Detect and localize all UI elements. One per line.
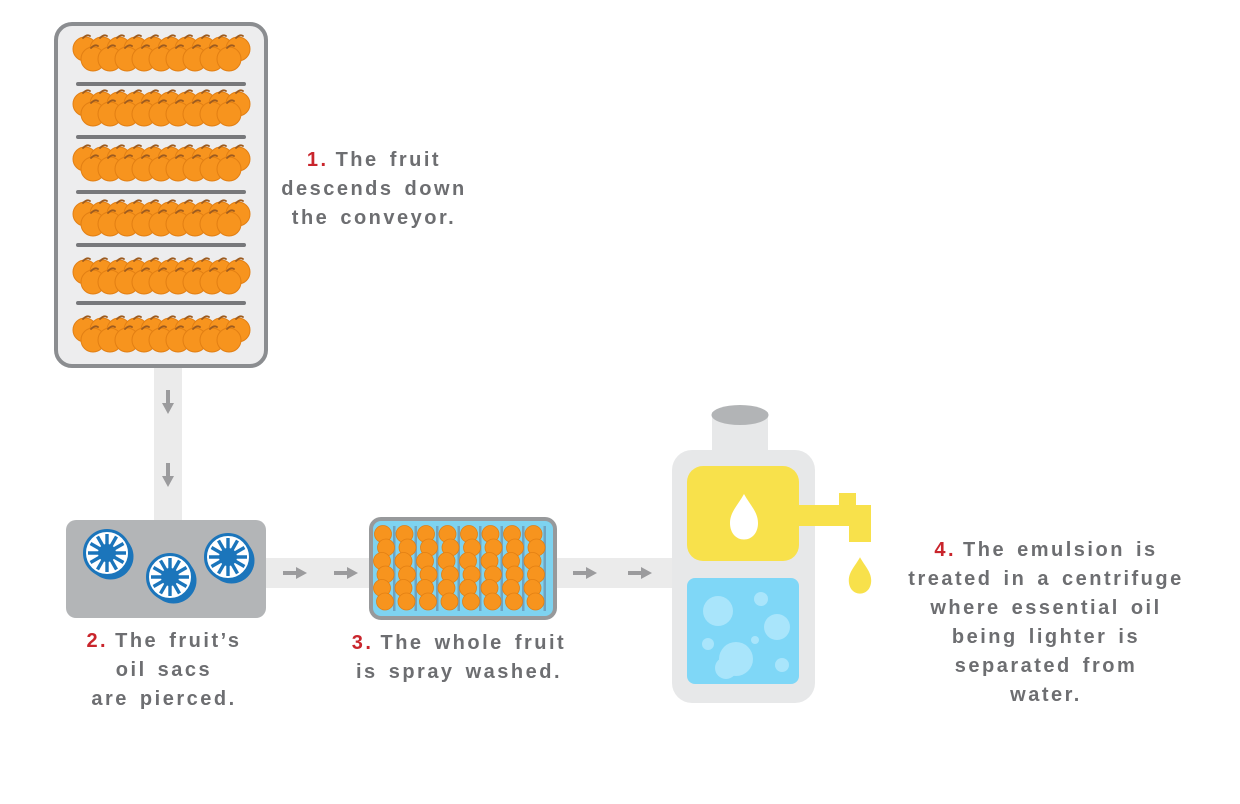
step-4-text: The emulsion is (963, 539, 1158, 561)
spray-jet (393, 526, 396, 611)
water-bubbles (702, 592, 790, 679)
step-1-number: 1. (306, 149, 329, 171)
divider-bar (76, 190, 246, 194)
vertical-belt (154, 366, 182, 524)
spray-jet (436, 526, 439, 611)
conveyor (54, 22, 268, 368)
step-3-line: 3. The whole fruit (352, 629, 566, 658)
step-2-line: 2. The fruit’s (86, 627, 241, 656)
step-4-line: being lighter is (951, 626, 1141, 648)
spray-jet (500, 526, 503, 611)
step-4-line: treated in a centrifuge (908, 568, 1184, 590)
falling-oil-drop (848, 557, 872, 594)
orange-row (73, 258, 250, 294)
orange-row (73, 145, 250, 181)
belt-washer-to-centrifuge (553, 558, 675, 588)
step-4-number: 4. (934, 539, 957, 561)
step-1-line: descends down (281, 178, 467, 200)
spray-jet (457, 526, 460, 611)
step-2-text: The fruit’s (115, 630, 242, 652)
conveyor-frame (54, 22, 268, 368)
step-1-text: The fruit (335, 149, 442, 171)
step-4-line: water. (1010, 684, 1082, 706)
centrifuge-opening (711, 405, 769, 425)
step-4-line: 4. The emulsion is (908, 536, 1183, 565)
bubble (703, 596, 733, 626)
step-2-line: oil sacs (115, 659, 213, 681)
bubble (775, 658, 789, 672)
step-1-line: 1. The fruit (281, 146, 467, 175)
centrifuge (672, 405, 872, 703)
orange-row (73, 316, 250, 352)
step-4-line: where essential oil (930, 597, 1162, 619)
orange-row (73, 200, 250, 236)
step-2-label: 2. The fruit’s oil sacs are pierced. (86, 627, 241, 714)
divider-bar (76, 243, 246, 247)
orange-row (73, 90, 250, 126)
spray-jets (393, 526, 546, 611)
step-4-line: separated from (954, 655, 1138, 677)
orange-row (73, 35, 250, 71)
divider-bar (76, 135, 246, 139)
step-3-label: 3. The whole fruit is spray washed. (352, 629, 566, 687)
spray-jet (479, 526, 482, 611)
spray-jet (414, 526, 417, 611)
step-2-number: 2. (86, 630, 109, 652)
step-3-line: is spray washed. (355, 661, 563, 683)
spray-jet (543, 526, 546, 611)
step-4-label: 4. The emulsion is treated in a centrifug… (908, 536, 1183, 710)
piercing-machine (66, 520, 266, 618)
oil-drop-icon (848, 557, 872, 594)
step-1-line: the conveyor. (291, 207, 457, 229)
spray-jet (522, 526, 525, 611)
step-3-number: 3. (351, 632, 374, 654)
tap-spout (849, 505, 871, 542)
conveyor-dividers (76, 82, 246, 305)
bubble (715, 657, 737, 679)
bubble (754, 592, 768, 606)
step-1-label: 1. The fruit descends down the conveyor. (281, 146, 467, 233)
wash-tank (369, 517, 557, 620)
step-3-text: The whole fruit (380, 632, 567, 654)
bubble (751, 636, 759, 644)
divider-bar (76, 82, 246, 86)
tap-icon (795, 493, 871, 542)
step-2-line: are pierced. (91, 688, 237, 710)
divider-bar (76, 301, 246, 305)
bubble (764, 614, 790, 640)
bubble (702, 638, 714, 650)
tap-knob (839, 493, 856, 505)
